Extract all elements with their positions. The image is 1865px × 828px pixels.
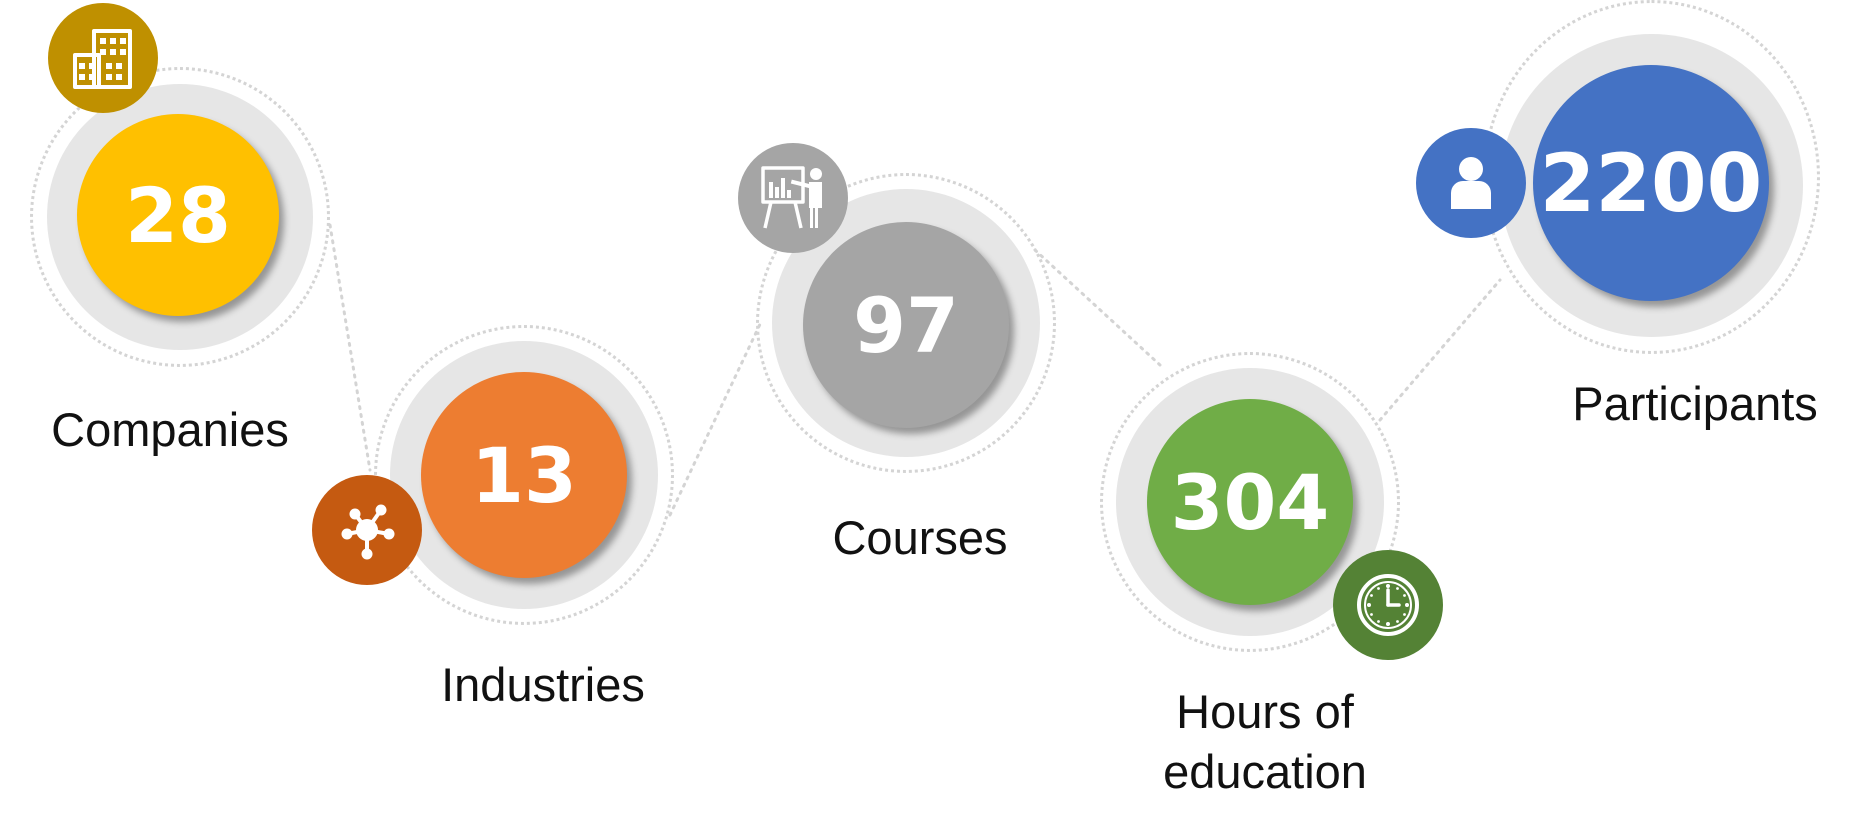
stat-value: 2200 — [1539, 136, 1763, 230]
person-icon — [1416, 128, 1526, 238]
stat-value: 97 — [853, 280, 959, 370]
dotted-ring — [1100, 352, 1400, 652]
stat-value-disc: 97 — [803, 222, 1009, 428]
stat-value-disc: 13 — [421, 372, 627, 578]
stat-value-disc: 28 — [77, 114, 279, 316]
stat-value: 13 — [471, 430, 577, 520]
stat-label: Companies — [51, 403, 289, 456]
dotted-ring — [756, 173, 1056, 473]
stat-label: Industries — [441, 658, 645, 711]
stat-value: 304 — [1170, 457, 1330, 547]
stat-label: Participants — [1572, 377, 1818, 430]
clock-icon — [1333, 550, 1443, 660]
stat-label: Courses — [832, 511, 1008, 564]
building-icon — [48, 3, 158, 113]
stat-value: 28 — [125, 170, 231, 260]
stat-value-disc: 304 — [1147, 399, 1353, 605]
stat-value-disc: 2200 — [1533, 65, 1769, 301]
network-hub-icon — [312, 475, 422, 585]
presentation-board-icon — [738, 143, 848, 253]
stat-label: Hours of education — [1163, 685, 1367, 798]
dotted-ring — [30, 67, 330, 367]
